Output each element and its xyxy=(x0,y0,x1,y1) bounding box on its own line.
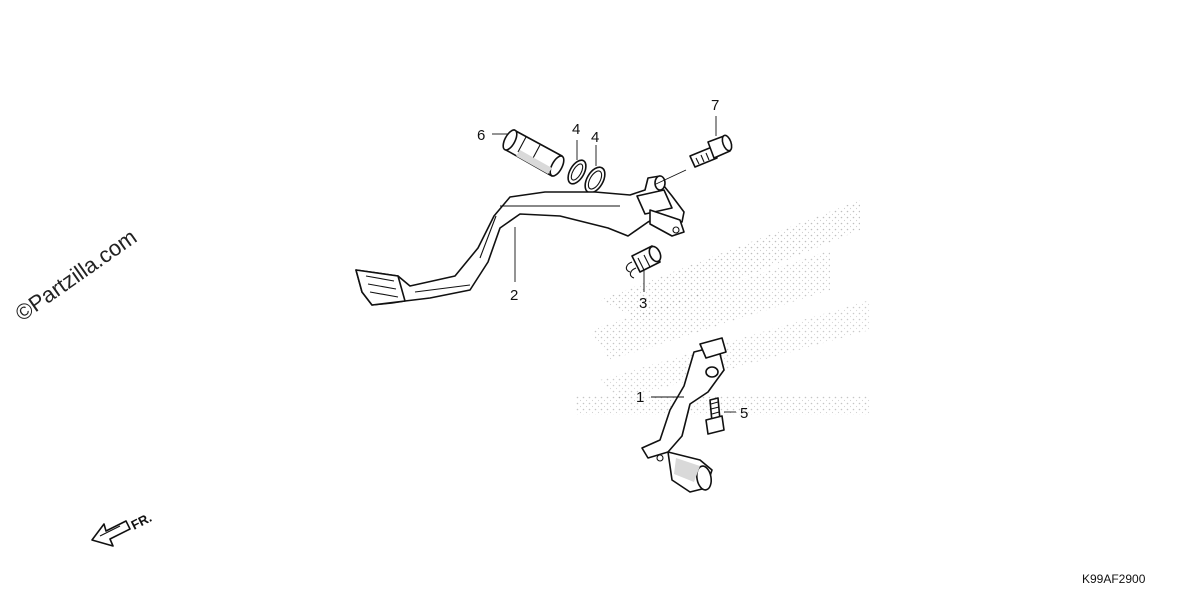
callout-2: 2 xyxy=(510,287,518,304)
leader-lines xyxy=(492,116,736,413)
front-direction-arrow xyxy=(91,520,131,547)
callout-7: 7 xyxy=(711,97,719,114)
watermark-text: ©Partzilla.com xyxy=(11,224,142,326)
part-3-return-spring xyxy=(625,245,662,279)
part-7-bolt xyxy=(689,134,733,168)
callout-4a: 4 xyxy=(572,121,580,138)
background-ghost-pattern xyxy=(575,200,870,415)
part-5-bolt xyxy=(705,397,725,435)
part-6-pivot-bushing xyxy=(502,129,565,177)
callout-5: 5 xyxy=(740,405,748,422)
part-1-lever xyxy=(641,337,727,493)
callout-6: 6 xyxy=(477,127,485,144)
part-4-o-ring-a xyxy=(567,159,587,185)
part-2-brake-pedal xyxy=(355,175,685,306)
callout-4b: 4 xyxy=(591,129,599,146)
callout-3: 3 xyxy=(639,295,647,312)
callout-1: 1 xyxy=(636,389,644,406)
diagram-code: K99AF2900 xyxy=(1082,572,1146,586)
direction-label: FR. xyxy=(129,510,154,533)
